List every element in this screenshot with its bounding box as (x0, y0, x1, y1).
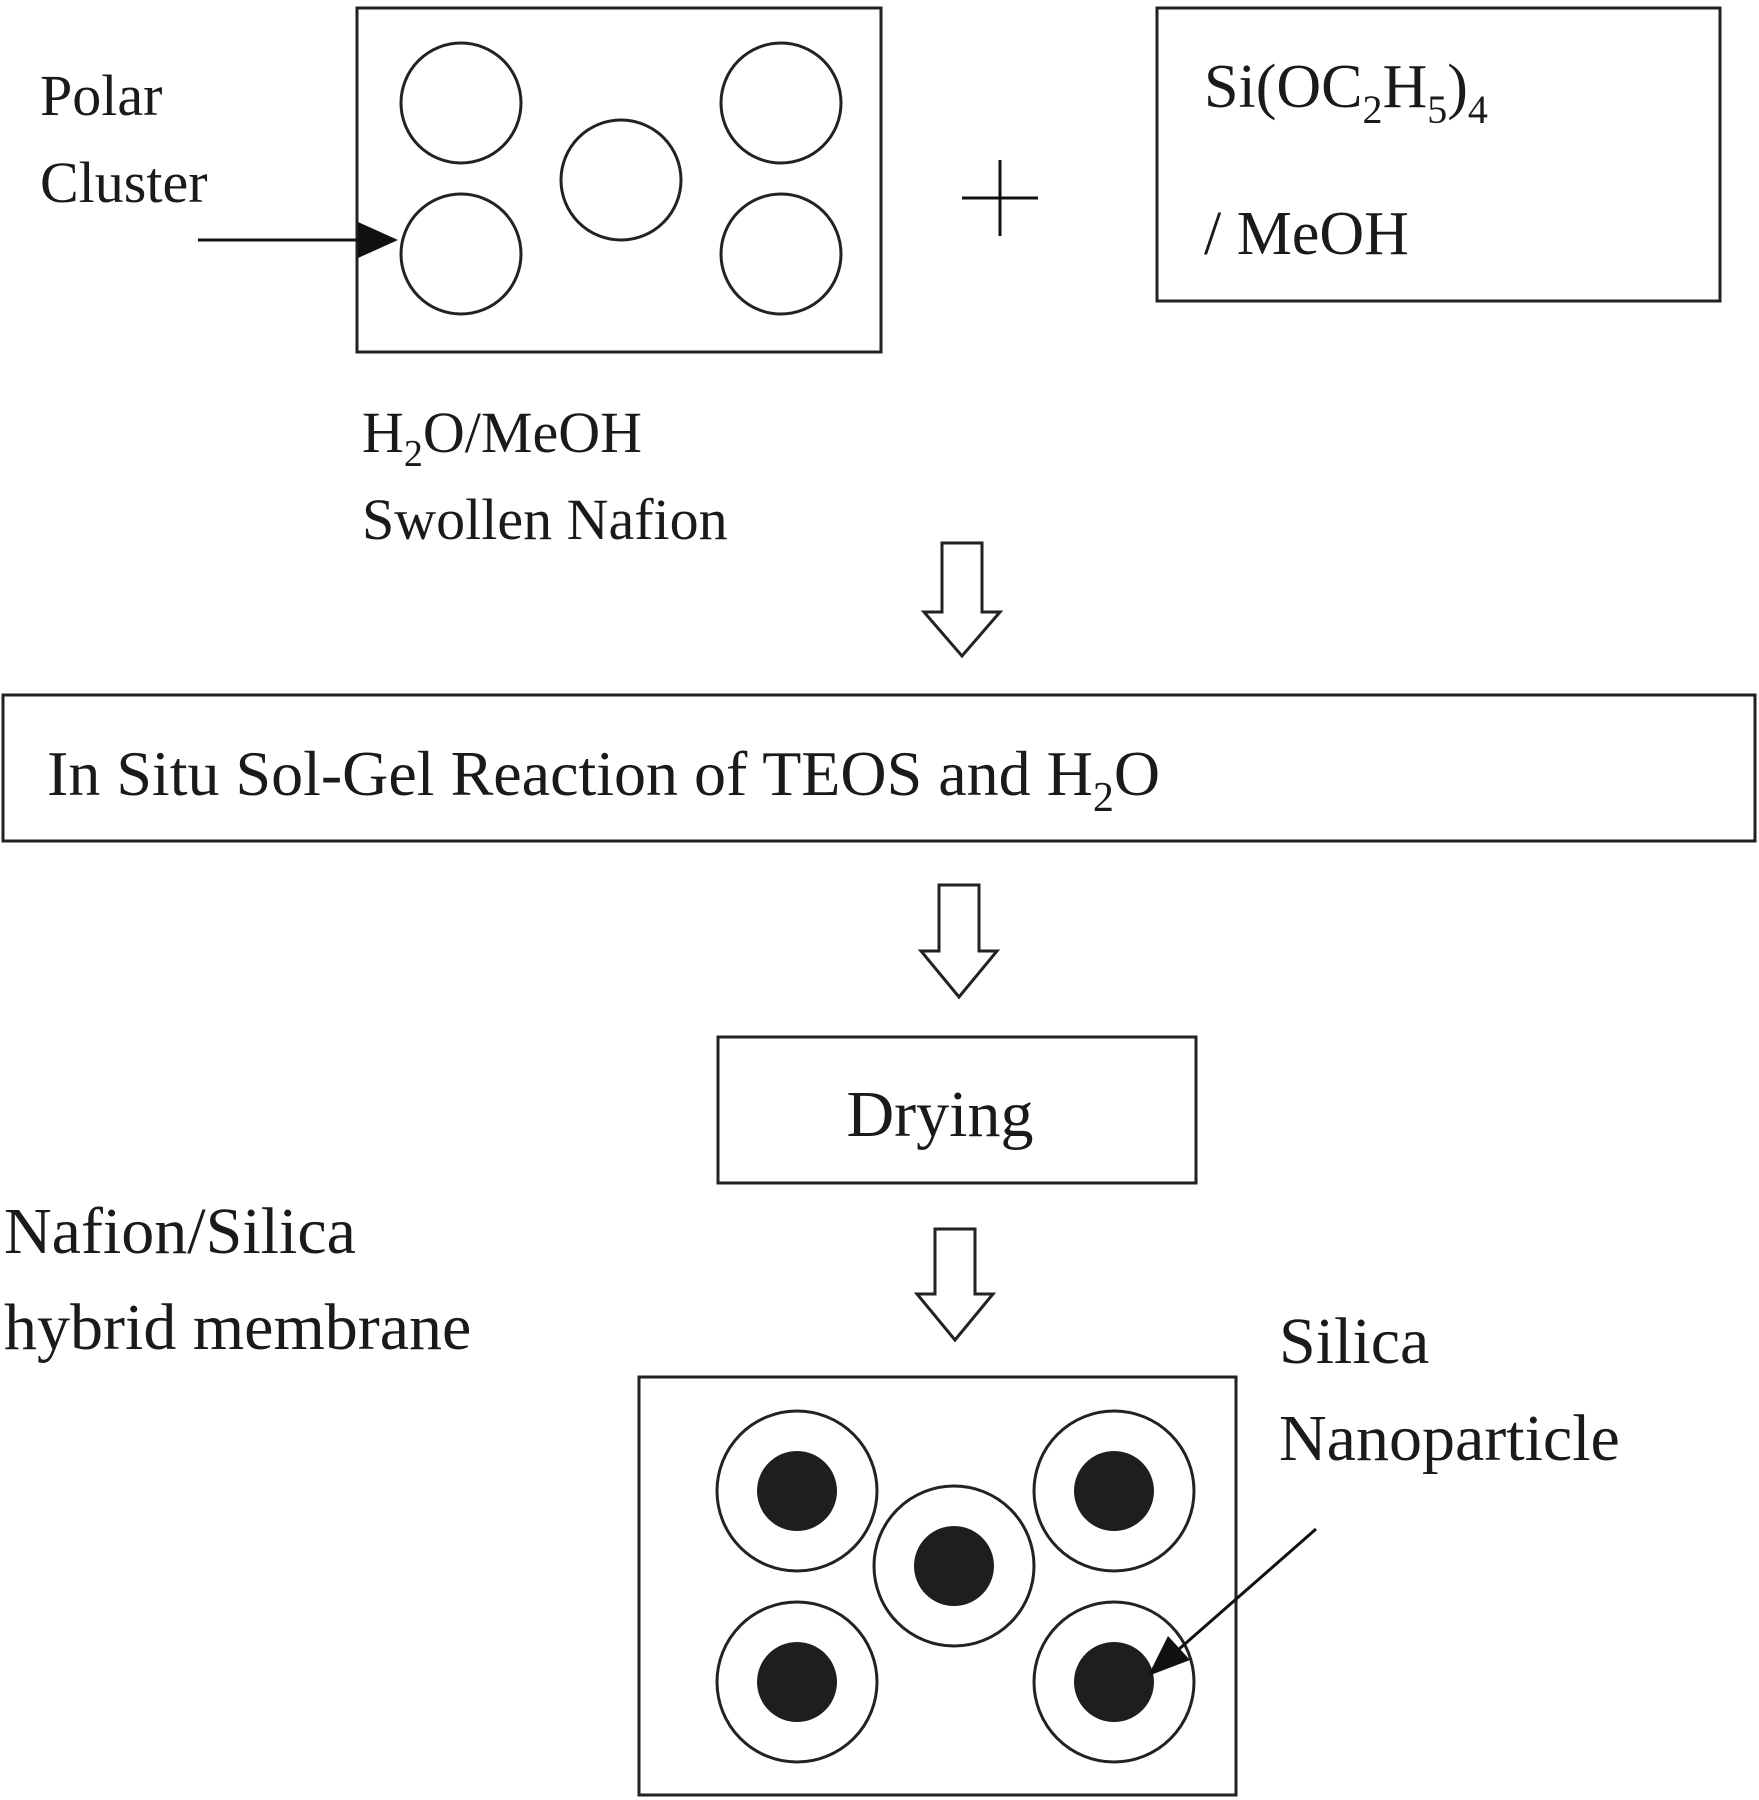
silica-nanoparticle (914, 1526, 994, 1606)
silica-nanoparticle-label-line1: Silica (1279, 1305, 1429, 1378)
swollen-nafion-membrane (355, 6, 883, 354)
swollen-nafion-caption-line1: H2O/MeOH (362, 400, 642, 475)
polar-cluster-circle (719, 192, 843, 316)
swollen-nafion-box (355, 6, 883, 354)
polar-cluster-circle (1032, 1409, 1196, 1573)
hybrid-membrane-box (637, 1375, 1238, 1797)
drying-box (716, 1035, 1198, 1185)
hybrid-membrane-label-line1: Nafion/Silica (4, 1195, 356, 1268)
polar-cluster-circle (719, 41, 843, 165)
silica-nanoparticle-pointer-arrow (1148, 1527, 1317, 1676)
polar-cluster-label-line1: Polar (40, 63, 162, 128)
polar-cluster-circle (559, 118, 683, 242)
drying-label: Drying (847, 1078, 1034, 1151)
silica-nanoparticle (757, 1642, 837, 1722)
polar-cluster-pointer-arrow (198, 222, 398, 258)
swollen-nafion-caption-line2: Swollen Nafion (362, 487, 728, 552)
flow-arrow-down (920, 541, 1004, 659)
polar-cluster-circle (399, 192, 523, 316)
silica-nanoparticle (1074, 1451, 1154, 1531)
teos-solvent-label: / MeOH (1204, 200, 1409, 268)
polar-cluster-circle (715, 1600, 879, 1764)
hybrid-membrane (637, 1375, 1238, 1797)
teos-solution-box (1155, 6, 1722, 303)
flow-arrow-down (917, 883, 1001, 1000)
hybrid-membrane-label-line2: hybrid membrane (4, 1291, 471, 1364)
polar-cluster-circle (399, 41, 523, 165)
sol-gel-reaction-label: In Situ Sol-Gel Reaction of TEOS and H2O (47, 738, 1160, 821)
teos-formula: Si(OC2H5)4 (1204, 53, 1488, 132)
polar-cluster-circle (1032, 1600, 1196, 1764)
polar-cluster-label-line2: Cluster (40, 150, 208, 215)
polar-cluster-circle (715, 1409, 879, 1573)
sol-gel-reaction-box (1, 693, 1757, 843)
silica-nanoparticle (757, 1451, 837, 1531)
flow-arrow-down (913, 1227, 997, 1343)
polar-cluster-circle (872, 1484, 1036, 1648)
plus-sign (962, 160, 1038, 236)
silica-nanoparticle-label-line2: Nanoparticle (1279, 1402, 1620, 1475)
silica-nanoparticle (1074, 1642, 1154, 1722)
